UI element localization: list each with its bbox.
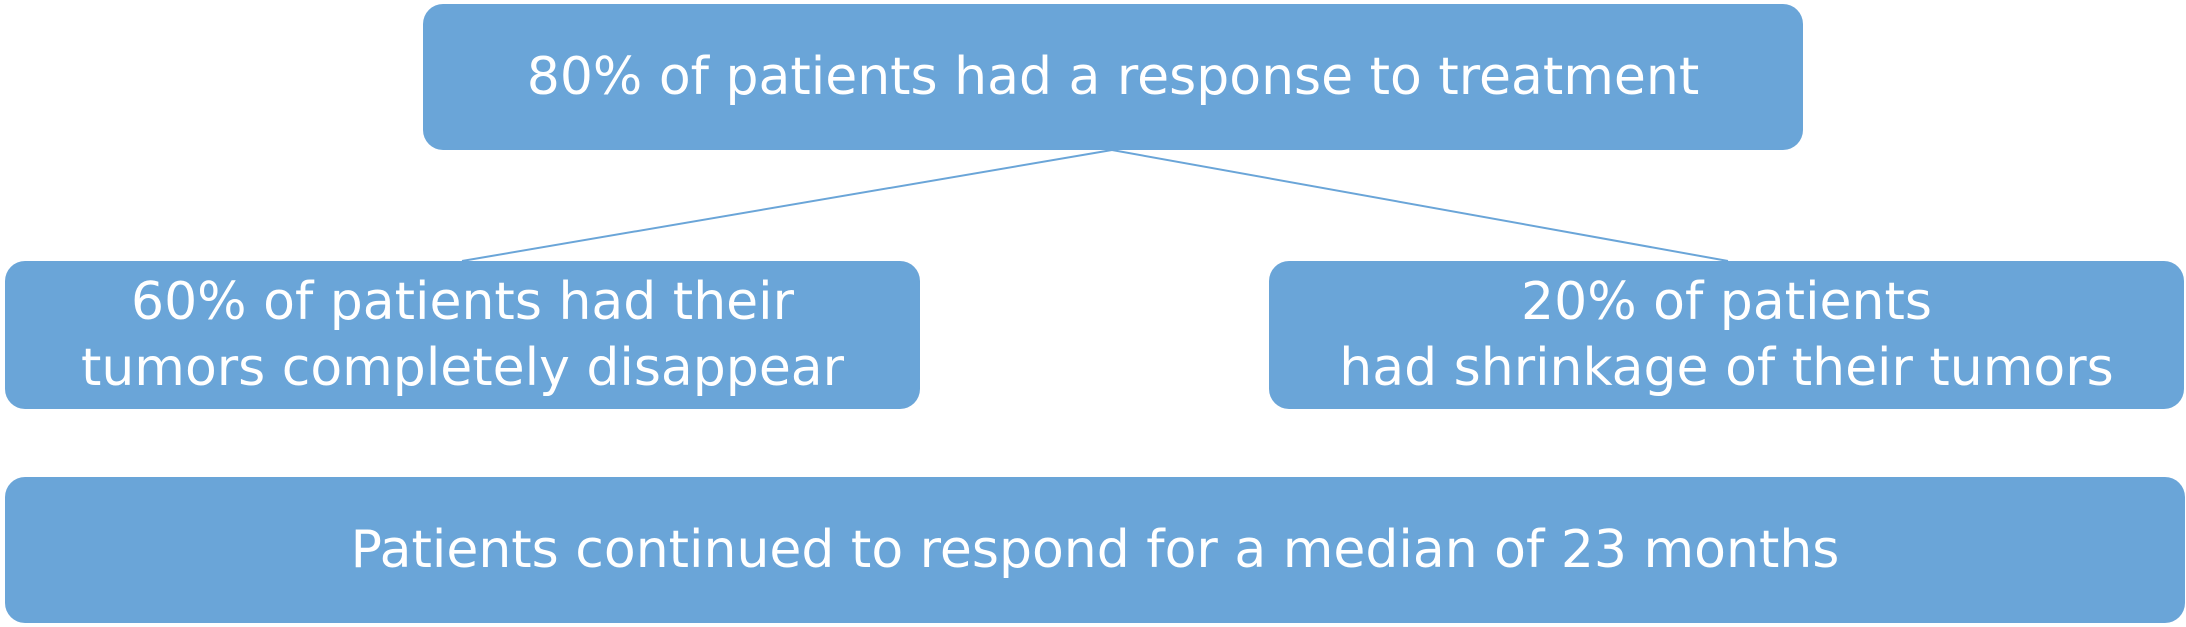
complete-response-box: 60% of patients had their tumors complet… (5, 261, 920, 409)
partial-response-line-1: 20% of patients (1521, 272, 1932, 332)
partial-response-line-2: had shrinkage of their tumors (1339, 338, 2114, 398)
connector-top-to-right (1111, 149, 1729, 262)
response-duration-box: Patients continued to respond for a medi… (5, 477, 2185, 623)
overall-response-box: 80% of patients had a response to treatm… (423, 4, 1803, 150)
complete-response-line-1: 60% of patients had their (131, 272, 794, 332)
partial-response-box: 20% of patients had shrinkage of their t… (1269, 261, 2184, 409)
overall-response-text: 80% of patients had a response to treatm… (526, 47, 1700, 107)
connector-top-to-left (461, 149, 1113, 262)
response-duration-text: Patients continued to respond for a medi… (350, 520, 1840, 580)
complete-response-line-2: tumors completely disappear (80, 338, 845, 398)
